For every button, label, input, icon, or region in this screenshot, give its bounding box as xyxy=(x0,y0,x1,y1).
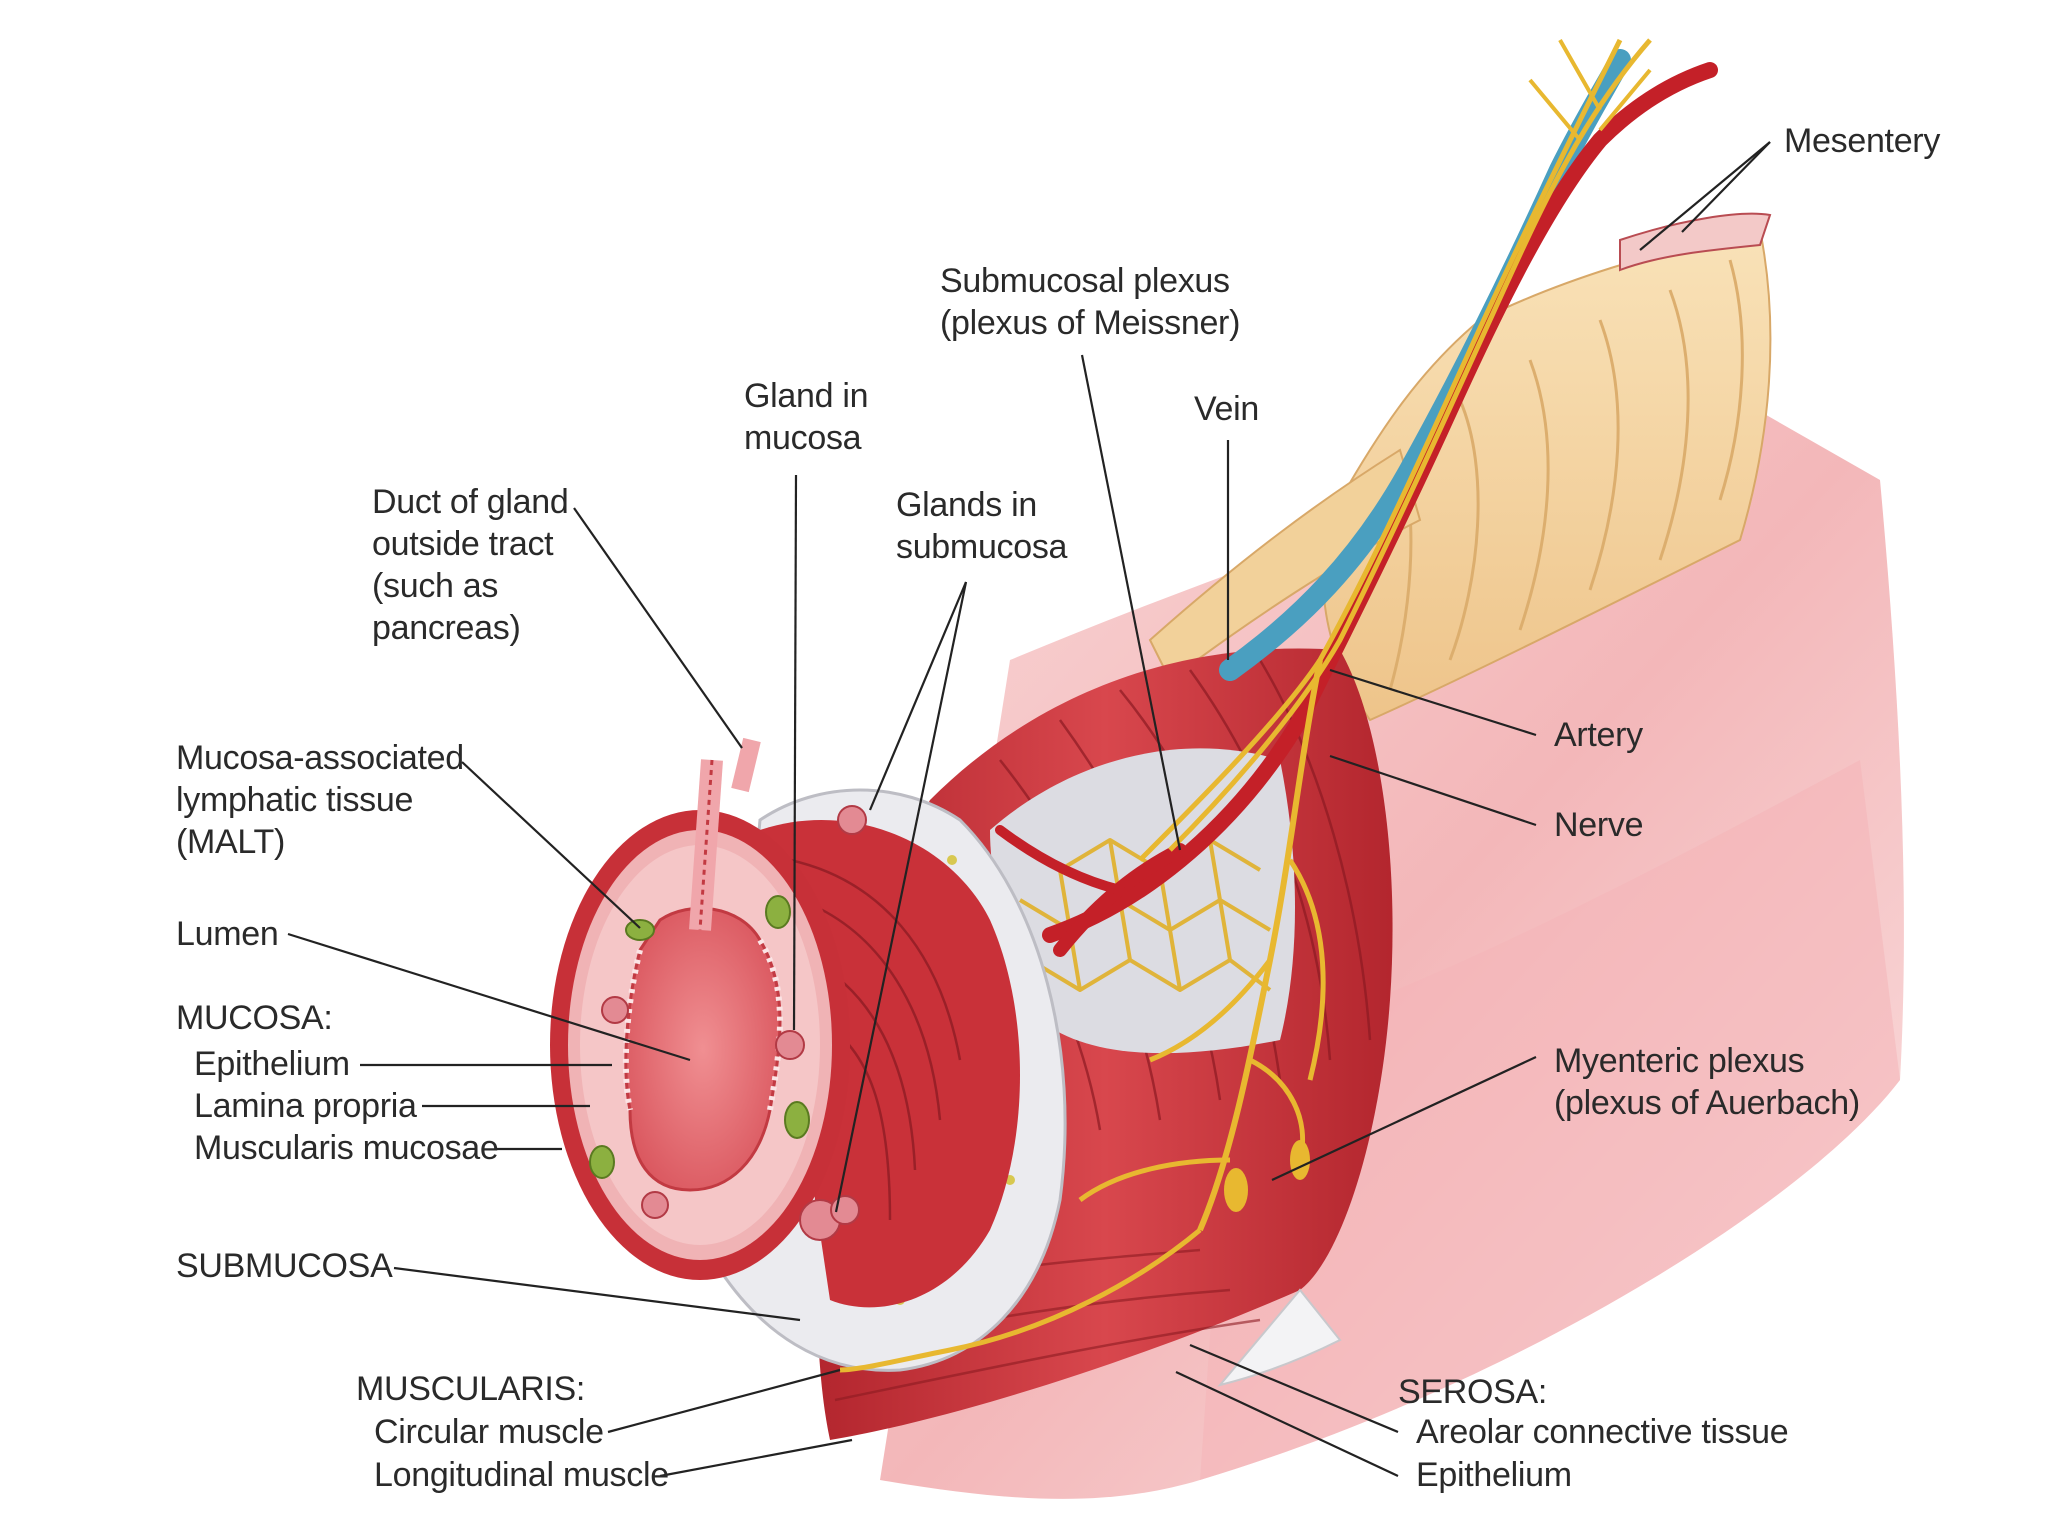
mucosal-glands xyxy=(601,805,867,1241)
mesentery-fat xyxy=(1148,212,1772,722)
label-areolar-connective-tissue: Areolar connective tissue xyxy=(1416,1413,1789,1451)
label-mucosa-heading: MUCOSA: xyxy=(176,999,333,1037)
label-circular-muscle: Circular muscle xyxy=(374,1413,604,1451)
label-submucosal-plexus: Submucosal plexus (plexus of Meissner) xyxy=(940,262,1241,342)
label-lumen: Lumen xyxy=(176,915,279,953)
label-duct-of-gland: Duct of gland outside tract (such as pan… xyxy=(372,483,569,647)
label-mesentery: Mesentery xyxy=(1784,122,1941,160)
label-artery: Artery xyxy=(1554,716,1643,754)
label-myenteric-plexus: Myenteric plexus (plexus of Auerbach) xyxy=(1554,1042,1860,1122)
label-epithelium: Epithelium xyxy=(194,1045,350,1083)
malt-nodules xyxy=(589,895,810,1179)
label-nerve: Nerve xyxy=(1554,806,1644,844)
label-muscularis-heading: MUSCULARIS: xyxy=(356,1370,586,1408)
label-vein: Vein xyxy=(1194,390,1259,428)
label-muscularis-mucosae: Muscularis mucosae xyxy=(194,1129,499,1167)
label-lamina-propria: Lamina propria xyxy=(194,1087,417,1125)
label-serosa-heading: SEROSA: xyxy=(1398,1373,1548,1411)
nerves xyxy=(839,38,1652,1373)
label-longitudinal-muscle: Longitudinal muscle xyxy=(374,1456,669,1494)
label-submucosa: SUBMUCOSA xyxy=(176,1247,393,1285)
label-gland-in-mucosa: Gland in mucosa xyxy=(744,377,869,457)
gland-duct xyxy=(689,737,761,931)
lumen-shape xyxy=(624,906,782,1192)
label-serosa-epithelium: Epithelium xyxy=(1416,1456,1572,1494)
leader-lines xyxy=(287,141,1771,1478)
label-glands-in-submucosa: Glands in submucosa xyxy=(896,486,1068,566)
label-malt: Mucosa-associated lymphatic tissue (MALT… xyxy=(176,739,464,861)
